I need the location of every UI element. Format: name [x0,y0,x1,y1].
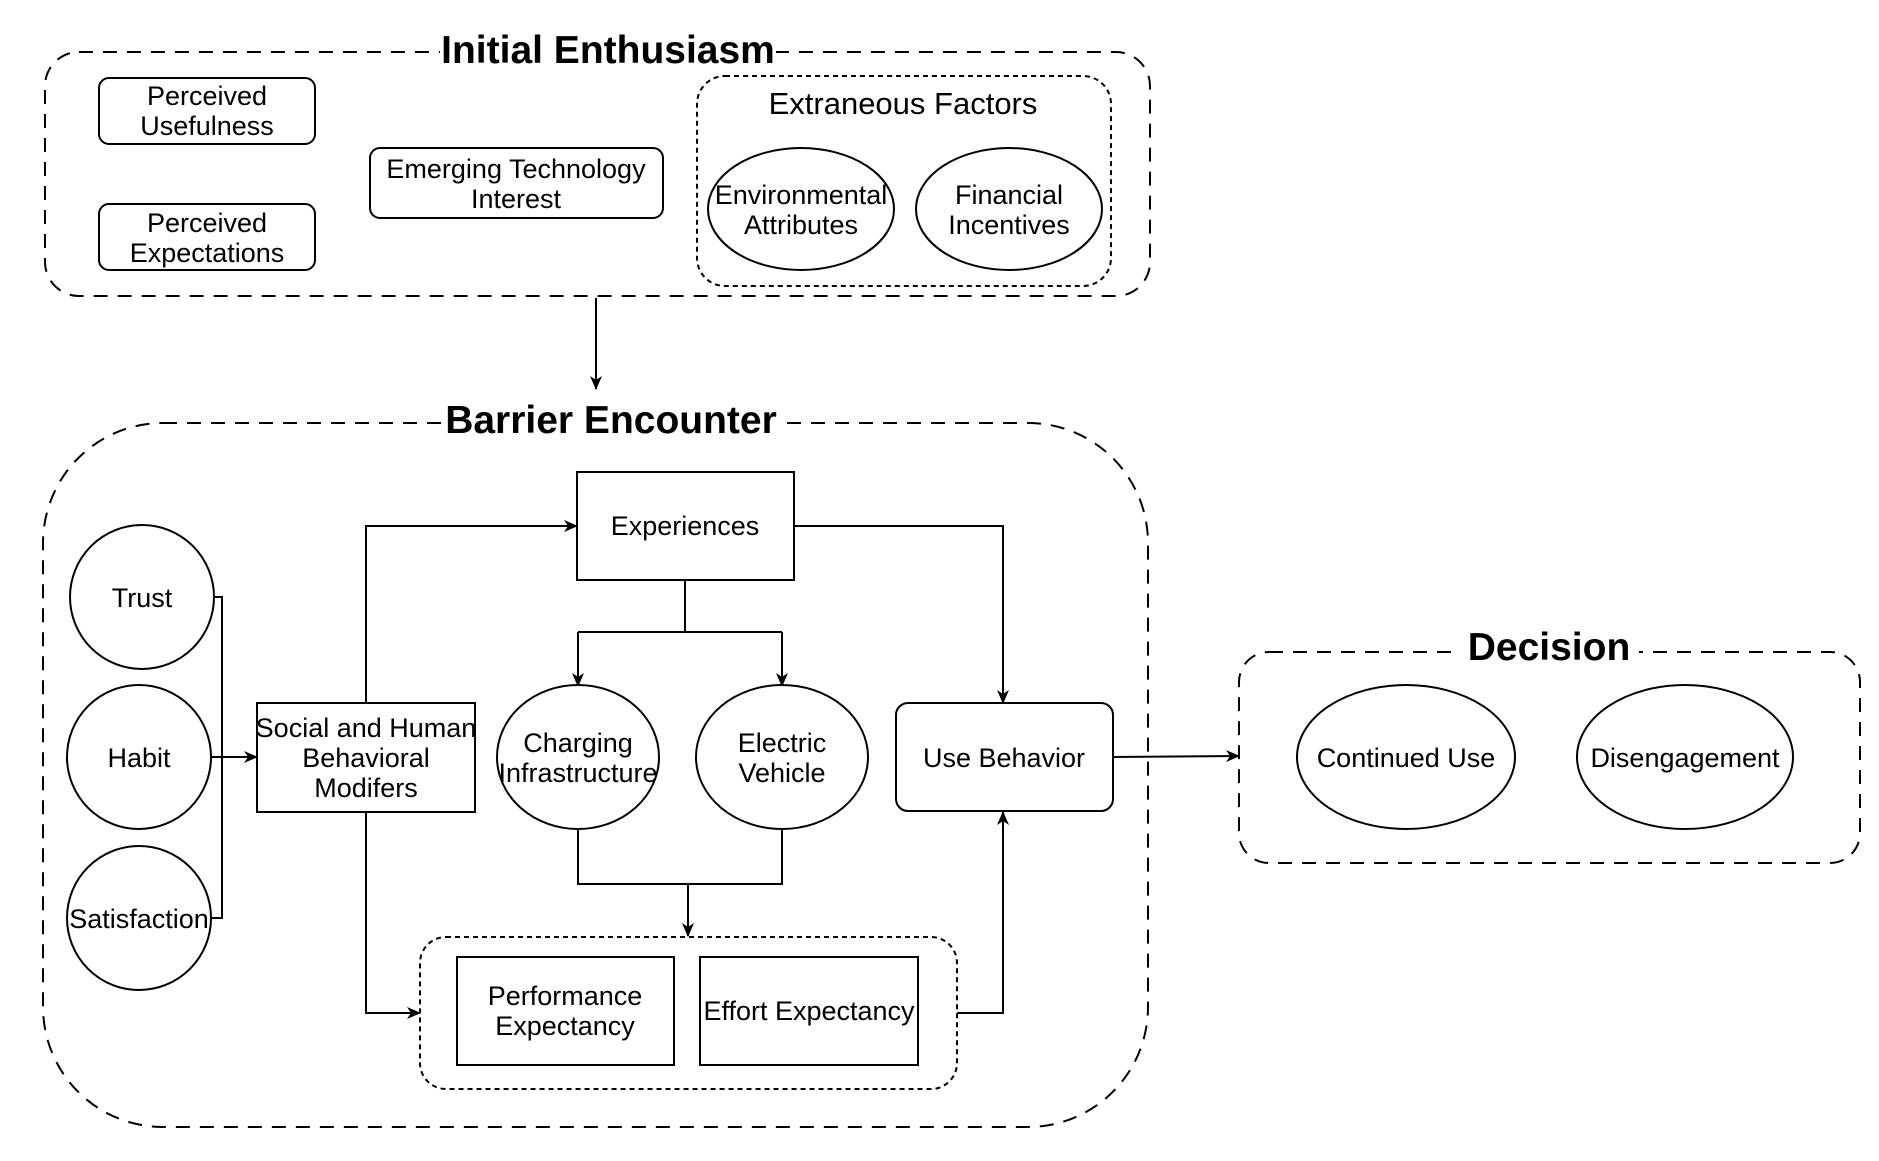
node-perceived-usefulness: Perceived Usefulness [98,77,316,145]
node-financial-incentives: Financial Incentives [915,147,1103,271]
node-electric-vehicle-line-2: Vehicle [738,758,825,788]
node-perceived-expectations: Perceived Expectations [98,203,316,271]
group-expectancy: Performance Expectancy Effort Expectancy [419,936,958,1090]
arrow-use-behavior-to-decision [1112,750,1240,763]
group-decision: Decision Continued Use Disengagement [1238,626,1861,864]
barrier-encounter-title-mask [444,396,780,446]
node-perceived-expectations-line-1: Perceived [147,208,267,238]
node-performance-expectancy-line-1: Performance [488,981,643,1011]
group-barrier-encounter: Barrier Encounter Trust Habit Satisfacti… [42,396,1149,1128]
node-experiences: Experiences [576,471,795,581]
node-perceived-usefulness-line-1: Perceived [147,81,267,111]
node-environmental-attributes-line-1: Environmental [715,180,888,210]
extraneous-factors-title: Extraneous Factors [769,86,1038,121]
decision-title: Decision [1468,626,1631,669]
node-effort-expectancy-label: Effort Expectancy [703,996,915,1026]
node-trust-label: Trust [112,583,173,613]
node-financial-incentives-line-1: Financial [955,180,1063,210]
node-continued-use-label: Continued Use [1317,743,1496,773]
node-performance-expectancy: Performance Expectancy [456,956,675,1066]
initial-enthusiasm-title: Initial Enthusiasm [441,29,775,72]
node-environmental-attributes: Environmental Attributes [707,147,895,271]
node-habit: Habit [66,684,212,830]
group-extraneous-factors: Extraneous Factors Environmental Attribu… [696,75,1112,287]
node-effort-expectancy: Effort Expectancy [699,956,919,1066]
node-performance-expectancy-line-2: Expectancy [495,1011,635,1041]
node-disengagement-label: Disengagement [1590,743,1780,773]
initial-enthusiasm-title-mask [440,26,776,76]
node-electric-vehicle: Electric Vehicle [695,684,869,830]
node-social-human-modifiers-line-2: Behavioral [302,743,430,773]
arrow-social-to-expectancy [365,812,421,1019]
node-experiences-label: Experiences [611,511,760,541]
node-habit-label: Habit [107,743,171,773]
connector-joint-merge [577,829,783,885]
node-charging-infrastructure-line-2: Infrastructure [498,758,657,788]
initial-enthusiasm-frame [44,51,1151,297]
node-perceived-usefulness-line-2: Usefulness [140,111,274,141]
node-social-human-modifiers: Social and Human Behavioral Modifers [256,702,477,813]
node-financial-incentives-line-2: Incentives [948,210,1070,240]
arrow-social-to-experiences [365,520,578,703]
node-electric-vehicle-line-1: Electric [738,728,827,758]
node-disengagement: Disengagement [1576,684,1794,830]
node-trust: Trust [69,524,215,670]
extraneous-factors-frame [696,75,1112,287]
node-environmental-attributes-line-2: Attributes [744,210,858,240]
node-social-human-modifiers-line-3: Modifers [314,773,418,803]
node-emerging-technology-interest-line-2: Interest [471,184,562,214]
group-initial-enthusiasm: Initial Enthusiasm Perceived Usefulness … [44,26,1151,297]
node-emerging-technology-interest: Emerging Technology Interest [369,147,664,219]
node-perceived-expectations-line-2: Expectations [130,238,285,268]
decision-frame [1238,651,1861,864]
node-emerging-technology-interest-line-1: Emerging Technology [386,154,646,184]
node-continued-use: Continued Use [1296,684,1516,830]
arrow-expectancy-to-use-behavior [957,811,1009,1014]
node-use-behavior: Use Behavior [895,702,1114,812]
node-social-human-modifiers-line-1: Social and Human [256,713,477,743]
node-charging-infrastructure: Charging Infrastructure [496,684,660,830]
arrow-experiences-to-use-behavior [794,525,1009,704]
barrier-encounter-title: Barrier Encounter [445,399,777,442]
decision-title-mask [1461,626,1639,676]
node-use-behavior-label: Use Behavior [923,743,1085,773]
node-satisfaction: Satisfaction [66,845,212,991]
node-charging-infrastructure-line-1: Charging [523,728,633,758]
node-satisfaction-label: Satisfaction [69,904,209,934]
